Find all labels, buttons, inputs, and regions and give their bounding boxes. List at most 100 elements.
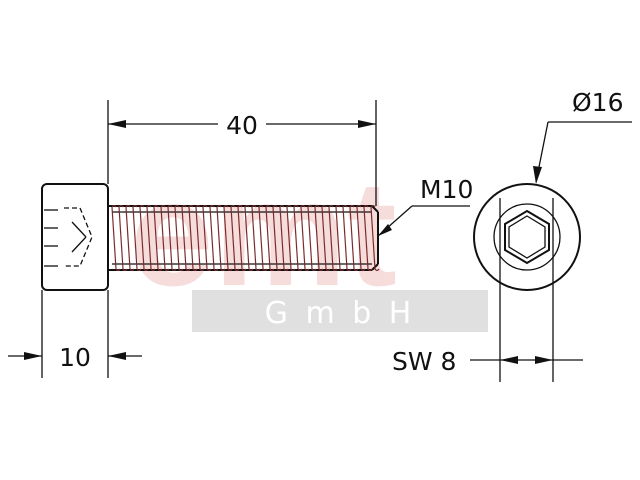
thread-crest [195, 204, 205, 272]
screw-shank [108, 204, 380, 272]
thread-crest [370, 204, 380, 272]
socket-size-dimension: SW 8 [392, 347, 583, 376]
screw-head-end-view [473, 183, 581, 382]
thread-crest [314, 204, 324, 272]
thread-crest [139, 204, 149, 272]
thread-crest [181, 204, 191, 272]
thread-crest [363, 204, 373, 272]
thread-line [237, 206, 243, 270]
thread-crest [111, 204, 121, 272]
head-circle [473, 183, 581, 291]
thread-crest [328, 204, 338, 272]
thread-crest [167, 204, 177, 272]
thread-crest [286, 204, 296, 272]
thread-line [279, 206, 285, 270]
thread-line [356, 206, 362, 270]
thread-crest [146, 204, 156, 272]
thread-crest [356, 204, 366, 272]
thread-line [188, 206, 194, 270]
thread-crest [321, 204, 331, 272]
thread-crest [125, 204, 135, 272]
thread-crest [209, 204, 219, 272]
thread-crest [258, 204, 268, 272]
thread-line [209, 206, 215, 270]
watermark-band [192, 290, 488, 332]
thread-line [202, 206, 208, 270]
head-height-label: 10 [59, 343, 91, 372]
thread-line [132, 206, 138, 270]
thread-pattern [111, 204, 380, 272]
thread-line [125, 206, 131, 270]
thread-crest [251, 204, 261, 272]
thread-line [223, 206, 229, 270]
screw-head-side [41, 183, 109, 291]
thread-line [167, 206, 173, 270]
thread-crest [202, 204, 212, 272]
thread-line [286, 206, 292, 270]
thread-crest [160, 204, 170, 272]
diameter-label: Ø16 [572, 88, 624, 117]
thread-line [181, 206, 187, 270]
thread-crest [237, 204, 247, 272]
thread-crest [279, 204, 289, 272]
thread-label: M10 [420, 175, 473, 204]
hex-socket-hidden-icon [64, 207, 93, 267]
thread-line [258, 206, 264, 270]
thread-line [272, 206, 278, 270]
thread-line [363, 206, 369, 270]
thread-line [160, 206, 166, 270]
hex-socket-icon [504, 209, 550, 265]
diameter-callout: Ø16 [533, 88, 632, 184]
thread-crest [174, 204, 184, 272]
thread-line [139, 206, 145, 270]
thread-crest [230, 204, 240, 272]
thread-line [335, 206, 341, 270]
thread-crest [335, 204, 345, 272]
thread-crest [265, 204, 275, 272]
thread-line [265, 206, 271, 270]
thread-line [300, 206, 306, 270]
watermark: emt G m b H [130, 149, 488, 332]
thread-crest [244, 204, 254, 272]
thread-line [118, 206, 124, 270]
thread-crest [342, 204, 352, 272]
length-dimension: 40 [107, 100, 377, 206]
thread-crest [307, 204, 317, 272]
thread-line [349, 206, 355, 270]
thread-line [314, 206, 320, 270]
thread-crest [216, 204, 226, 272]
thread-crest [223, 204, 233, 272]
thread-crest [118, 204, 128, 272]
thread-crest [153, 204, 163, 272]
thread-crest [272, 204, 282, 272]
watermark-brand-text: emt [130, 149, 397, 317]
thread-line [370, 206, 376, 270]
thread-crest [300, 204, 310, 272]
thread-crest [132, 204, 142, 272]
length-label: 40 [226, 111, 258, 140]
watermark-gmbh-text: G m b H [265, 296, 416, 331]
thread-line [342, 206, 348, 270]
socket-circle [493, 203, 561, 271]
thread-line [321, 206, 327, 270]
thread-line [216, 206, 222, 270]
socket-size-label: SW 8 [392, 347, 456, 376]
thread-line [328, 206, 334, 270]
head-height-dimension: 10 [8, 290, 142, 378]
thread-line [174, 206, 180, 270]
head-outline [41, 183, 109, 291]
thread-crest [349, 204, 359, 272]
thread-line [111, 206, 117, 270]
thread-line [146, 206, 152, 270]
thread-line [230, 206, 236, 270]
thread-line [251, 206, 257, 270]
thread-line [195, 206, 201, 270]
thread-crest [293, 204, 303, 272]
thread-line [293, 206, 299, 270]
thread-line [244, 206, 250, 270]
thread-line [307, 206, 313, 270]
thread-crest [188, 204, 198, 272]
thread-callout: M10 [377, 175, 473, 237]
thread-line [153, 206, 159, 270]
